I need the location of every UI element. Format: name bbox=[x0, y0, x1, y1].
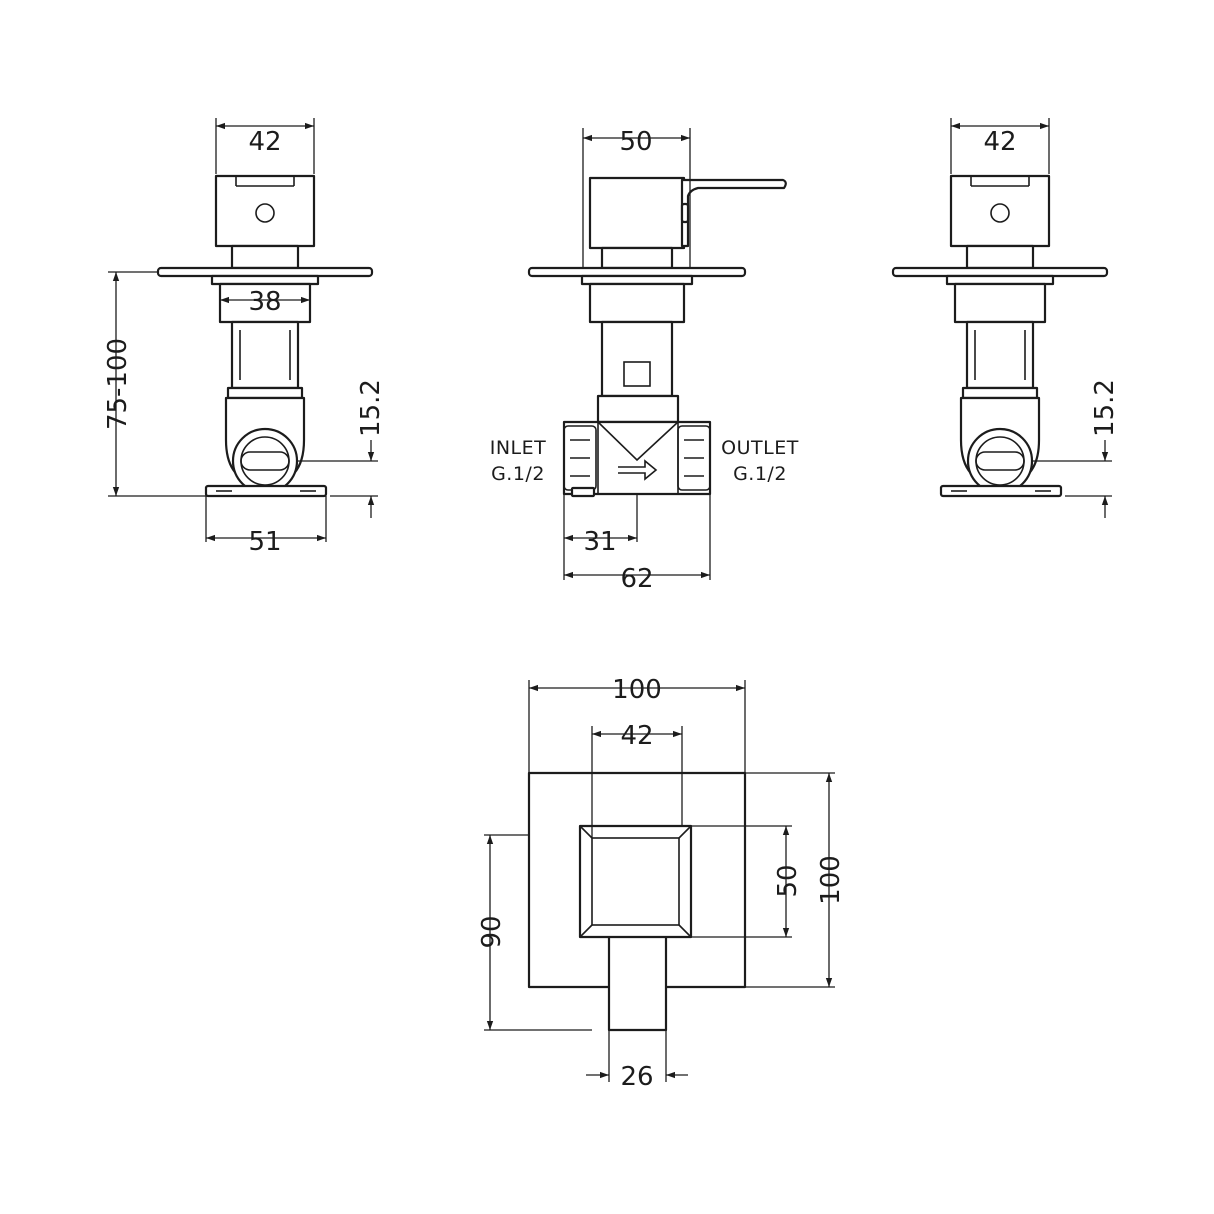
dim-plate-width: 100 bbox=[612, 675, 662, 705]
lever bbox=[607, 928, 668, 1032]
front-view: INLET G.1/2 OUTLET G.1/2 50 31 62 bbox=[490, 127, 799, 594]
dim-lever-reach: 90 bbox=[477, 915, 507, 948]
wall-plate bbox=[527, 266, 747, 278]
flow-arrow-icon bbox=[618, 459, 658, 481]
dim-handle-height: 50 bbox=[773, 864, 803, 897]
shroud bbox=[953, 282, 1047, 324]
inlet-thread: G.1/2 bbox=[491, 463, 545, 485]
dim-top-width: 42 bbox=[983, 127, 1016, 157]
plan-view: 100 42 50 100 90 26 bbox=[477, 675, 846, 1092]
wall-plate bbox=[156, 266, 374, 278]
handle-inner bbox=[591, 837, 680, 926]
side-view-left: 42 38 75-100 15.2 51 bbox=[103, 118, 386, 557]
dim-half-width: 31 bbox=[583, 527, 616, 557]
screw-hole-icon bbox=[255, 203, 275, 223]
wall-plate bbox=[891, 266, 1109, 278]
dim-base-width: 51 bbox=[248, 527, 281, 557]
lever bbox=[680, 178, 787, 248]
outlet-label: OUTLET bbox=[721, 437, 799, 459]
inlet-port bbox=[966, 427, 1034, 495]
dim-inlet-offset: 15.2 bbox=[356, 379, 386, 437]
inlet-label: INLET bbox=[490, 437, 547, 459]
dim-body-width: 38 bbox=[248, 287, 281, 317]
spindle-square bbox=[623, 361, 651, 387]
mounting-bracket bbox=[939, 484, 1063, 498]
screw-hole-icon bbox=[990, 203, 1010, 223]
dim-body-width: 62 bbox=[620, 564, 653, 594]
handle-block bbox=[214, 174, 316, 248]
handle-block bbox=[588, 176, 686, 250]
dim-height-range: 75-100 bbox=[103, 338, 133, 430]
dim-top-width: 42 bbox=[248, 127, 281, 157]
dim-inlet-offset: 15.2 bbox=[1090, 379, 1120, 437]
inlet-port bbox=[231, 427, 299, 495]
dim-top-width: 50 bbox=[619, 127, 652, 157]
dim-plate-height: 100 bbox=[816, 855, 846, 905]
dim-handle-width: 42 bbox=[620, 721, 653, 751]
handle-block bbox=[949, 174, 1051, 248]
handle-outer bbox=[578, 824, 693, 939]
outlet-thread: G.1/2 bbox=[733, 463, 787, 485]
mounting-bracket bbox=[204, 484, 328, 498]
shroud bbox=[588, 282, 686, 324]
side-view-right: 42 15.2 bbox=[891, 118, 1120, 518]
dim-lever-width: 26 bbox=[620, 1062, 653, 1092]
